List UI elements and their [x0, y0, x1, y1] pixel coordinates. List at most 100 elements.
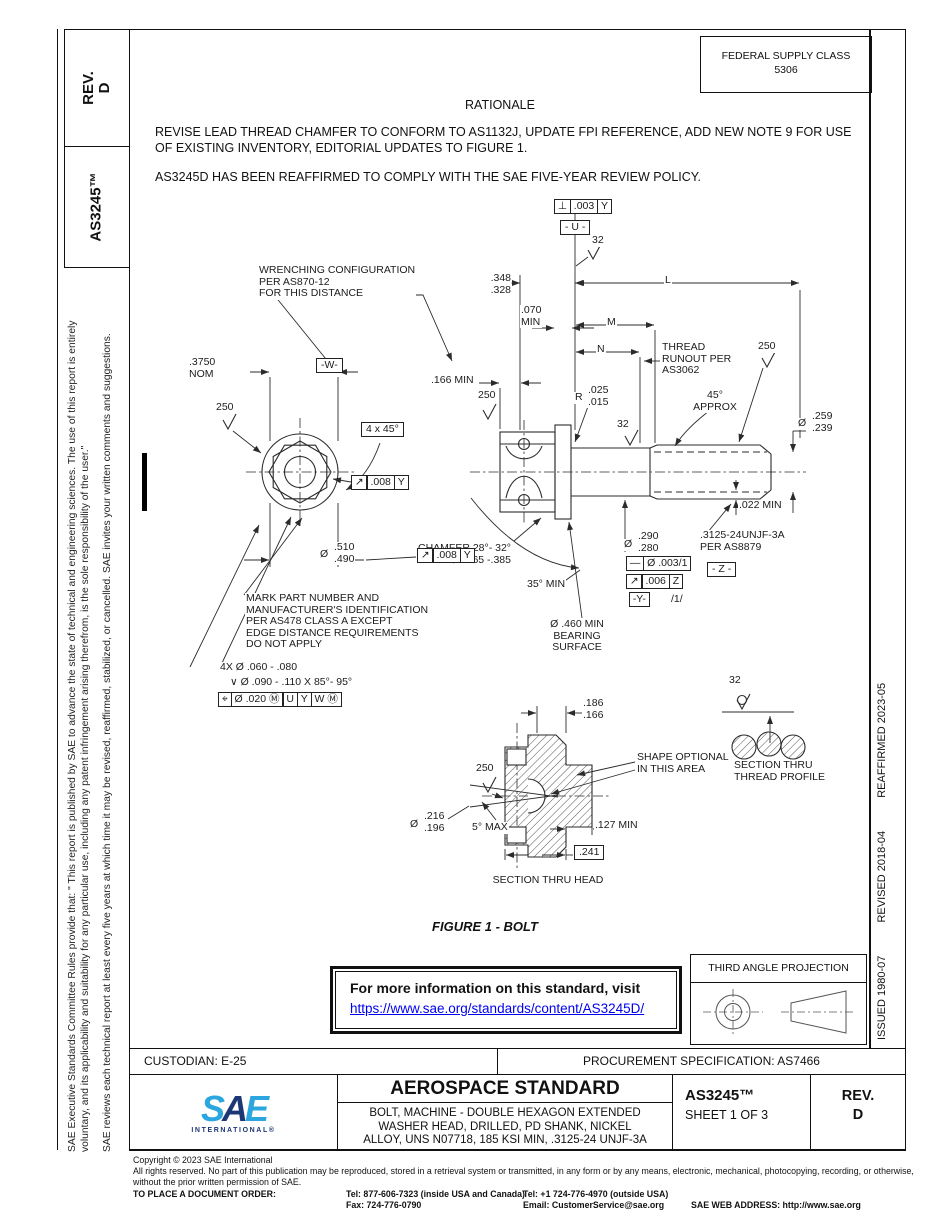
drawing-label: .070 MIN [520, 304, 543, 328]
sae-logo: SAE INTERNATIONAL® [130, 1075, 338, 1150]
drawing-label: Ø [623, 538, 634, 551]
revised-date: REVISED 2018-04 [876, 830, 888, 923]
title-block-center: AEROSPACE STANDARD BOLT, MACHINE - DOUBL… [338, 1075, 673, 1150]
procurement-spec: PROCUREMENT SPECIFICATION: AS7466 [583, 1054, 820, 1068]
title-block-number: AS3245™ SHEET 1 OF 3 [673, 1075, 811, 1150]
specs-row: CUSTODIAN: E-25 PROCUREMENT SPECIFICATIO… [129, 1048, 906, 1075]
fcf-cell: Y [597, 199, 613, 214]
drawing-label: 250 [477, 389, 497, 402]
drawing-label: 250 [215, 401, 235, 414]
web-address: SAE WEB ADDRESS: http://www.sae.org [691, 1200, 861, 1210]
order-label: TO PLACE A DOCUMENT ORDER: [133, 1189, 276, 1199]
projection-symbol [703, 989, 855, 1035]
sheet-number: SHEET 1 OF 3 [685, 1108, 769, 1122]
logo-letter-s: S [200, 1087, 225, 1129]
logo-letter-a: A [222, 1087, 248, 1129]
drawing-label: 4X Ø .060 - .080 [219, 661, 299, 674]
doc-number-text: AS3245™ [88, 172, 105, 242]
fcf-cell: ↗ [350, 475, 368, 490]
rev-box-text: REV.D [79, 71, 113, 105]
fcf-cell: U [282, 692, 298, 707]
tel-inside: Tel: 877-606-7323 (inside USA and Canada… [346, 1189, 525, 1199]
feature-control-frame: -Y- [628, 592, 650, 607]
drawing-label: .166 MIN [430, 374, 475, 387]
drawing-label: WRENCHING CONFIGURATION PER AS870-12 FOR… [258, 264, 417, 300]
drawing-label: .259 .239 [811, 410, 834, 434]
rev-box: REV.D [64, 29, 130, 147]
reaffirmed-date: REAFFIRMED 2023-05 [876, 682, 888, 798]
drawing-label: .025 .015 [587, 384, 610, 408]
drawing-label: 250 [757, 340, 777, 353]
disclaimer-review: SAE reviews each technical report at lea… [102, 333, 113, 1152]
drawing-label: 32 [591, 234, 605, 247]
fcf-cell: ↗ [625, 574, 643, 589]
drawing-label: .348 .328 [489, 272, 512, 296]
fcf-cell: Z [668, 574, 684, 589]
rationale-paragraph-2: AS3245D HAS BEEN REAFFIRMED TO COMPLY WI… [155, 170, 701, 184]
drawing-label: - U - [560, 220, 591, 235]
drawing-label: 32 [616, 418, 630, 431]
drawing-label: Ø [409, 818, 420, 831]
drawing-label: Ø .460 MIN BEARING SURFACE [549, 618, 605, 654]
projection-title: THIRD ANGLE PROJECTION [691, 955, 866, 983]
rev-label: REV. [841, 1088, 875, 1104]
fcf-cell: — [625, 556, 645, 571]
rights-text: All rights reserved. No part of this pub… [133, 1166, 914, 1187]
drawing-label: R [574, 391, 584, 404]
drawing-label: L [664, 274, 672, 287]
logo-letter-e: E [245, 1087, 269, 1129]
drawing-label: SHAPE OPTIONAL IN THIS AREA [636, 751, 730, 775]
fcf-cell: .006 [641, 574, 670, 589]
document-title: BOLT, MACHINE - DOUBLE HEXAGON EXTENDED … [363, 1107, 647, 1146]
drawing-label: .510 .490 [333, 541, 356, 565]
drawing-label: SECTION THRU THREAD PROFILE [733, 759, 827, 783]
sheet-frame [129, 29, 906, 1150]
drawing-label: N [596, 343, 606, 356]
drawing-label: 5° MAX [471, 821, 509, 834]
page-edge-line [57, 29, 58, 1150]
fax: Fax: 724-776-0790 [346, 1200, 422, 1210]
fsc-label: FEDERAL SUPPLY CLASS [721, 50, 851, 62]
drawing-label: MARK PART NUMBER AND MANUFACTURER'S IDEN… [245, 592, 430, 651]
drawing-label: SECTION THRU HEAD [491, 874, 605, 887]
standard-link[interactable]: https://www.sae.org/standards/content/AS… [350, 1001, 645, 1016]
drawing-label: .3750 NOM [188, 356, 217, 380]
fcf-cell: ↗ [416, 548, 434, 563]
drawing-label: ∨ Ø .090 - .110 X 85°- 95° [229, 676, 354, 689]
fcf-cell: Y [393, 475, 409, 490]
drawing-label: 4 x 45° [361, 422, 404, 437]
rationale-paragraph-1: REVISE LEAD THREAD CHAMFER TO CONFORM TO… [155, 125, 852, 155]
figure-caption: FIGURE 1 - BOLT [432, 919, 538, 934]
email: Email: CustomerService@sae.org [523, 1200, 665, 1210]
fcf-cell: Ø .003/1 [643, 556, 692, 571]
drawing-label: .127 MIN [594, 819, 639, 832]
third-angle-projection-box: THIRD ANGLE PROJECTION [690, 954, 867, 1045]
drawing-label: .3125-24UNJF-3A PER AS8879 [699, 529, 786, 553]
drawing-label: Ø [319, 548, 330, 561]
fcf-cell: Y [296, 692, 312, 707]
drawing-label: .216 .196 [423, 810, 446, 834]
drawing-label: .241 [574, 845, 605, 860]
document-type: AEROSPACE STANDARD [338, 1075, 672, 1103]
drawing-label: 35° MIN [526, 578, 567, 591]
drawing-label: 45° APPROX [692, 389, 738, 413]
title-block-rev: REV. D [811, 1075, 905, 1150]
disclaimer-committee: SAE Executive Standards Committee Rules … [67, 320, 91, 1152]
fcf-cell: Y [459, 548, 475, 563]
drawing-label: THREAD RUNOUT PER AS3062 [661, 341, 733, 377]
fcf-cell: W Ⓜ [310, 692, 342, 707]
revision-dates: ISSUED 1980-07 REVISED 2018-04 REAFFIRME… [876, 600, 888, 1040]
drawing-label: .022 MIN [738, 499, 783, 512]
right-column-line [869, 29, 871, 1048]
bolt-drawing-geometry [142, 213, 806, 869]
drawing-label: 250 [475, 762, 495, 775]
fcf-cell: ⊥ [553, 199, 571, 214]
drawing-label: .290 .280 [637, 530, 660, 554]
custodian: CUSTODIAN: E-25 [130, 1049, 498, 1074]
